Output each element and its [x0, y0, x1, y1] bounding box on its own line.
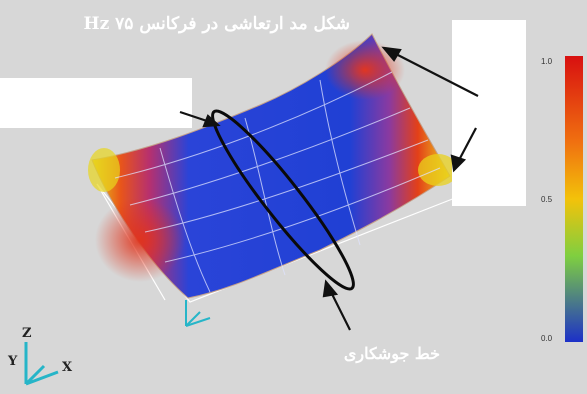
annotation-arrows	[179, 46, 479, 331]
axis-x-label: X	[62, 360, 73, 375]
scale-tick-mid: 0.5	[541, 195, 553, 204]
weld-line-label: خط جوشکاری	[343, 344, 440, 363]
mode-shape-title: شکل مد ارتعاشی در فرکانس ۷۵ Hz	[83, 14, 350, 34]
local-triad-icon	[185, 300, 211, 327]
scale-tick-max: 1.0	[541, 57, 553, 66]
weld-line-ellipse	[211, 109, 355, 291]
color-scale-bar	[565, 56, 583, 342]
white-box-left	[0, 78, 192, 128]
global-triad-icon	[24, 342, 59, 386]
scale-tick-min: 0.0	[541, 334, 553, 343]
deformed-plate	[88, 33, 458, 299]
mesh-lines	[114, 71, 441, 293]
axis-z-label: Z	[22, 326, 32, 341]
white-box-right	[452, 20, 526, 206]
axis-y-label: Y	[8, 354, 18, 369]
